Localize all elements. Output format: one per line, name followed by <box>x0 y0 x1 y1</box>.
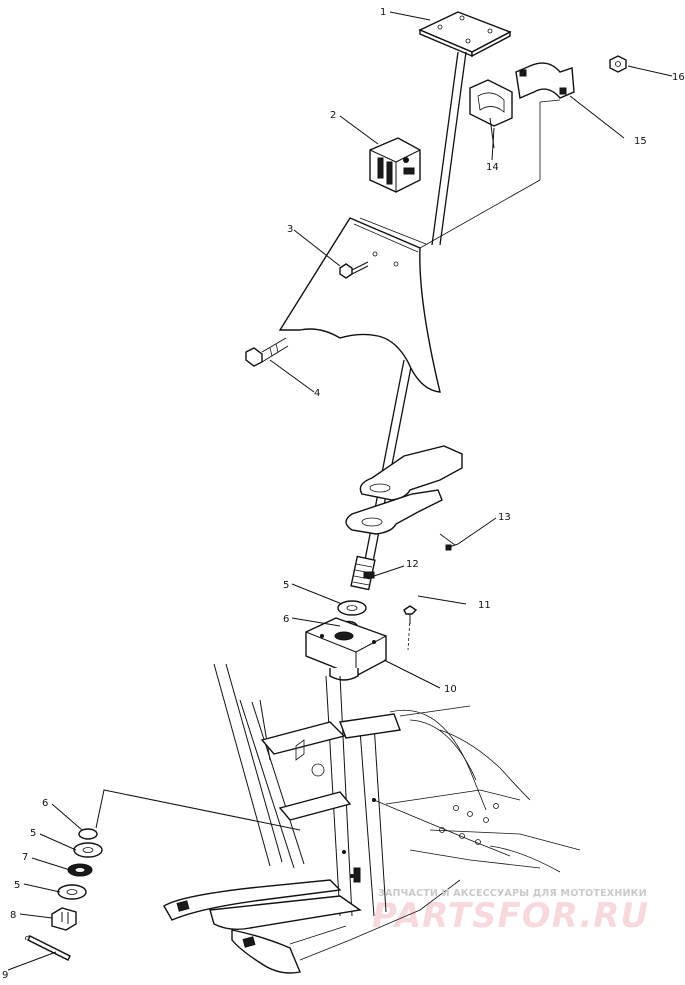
part-5-washer <box>337 600 367 616</box>
leader-lines <box>7 11 673 971</box>
shaft-support-bracket <box>345 445 463 546</box>
part-3-bolt <box>339 261 369 279</box>
callout-15: 15 <box>634 136 647 147</box>
callout-6-left: 6 <box>42 798 48 809</box>
part-15-clamp <box>515 62 575 99</box>
part-14-half-bushing <box>469 79 513 149</box>
callout-12: 12 <box>406 559 419 570</box>
part-6-ring-lower <box>78 828 98 840</box>
part-10-bearing-block <box>305 617 387 681</box>
callout-labels: 1 2 3 4 5 6 6 5 7 5 8 9 10 11 12 13 14 1… <box>2 7 685 981</box>
part-11-screw <box>403 605 418 651</box>
callout-4: 4 <box>314 388 320 399</box>
callout-5-mid: 5 <box>283 580 289 591</box>
console-panel <box>278 99 561 393</box>
callout-6-mid: 6 <box>283 614 289 625</box>
callout-5-left-a: 5 <box>30 828 36 839</box>
callout-7: 7 <box>22 852 28 863</box>
callout-16: 16 <box>672 72 685 83</box>
callout-9: 9 <box>2 970 8 980</box>
part-1-top-plate <box>418 11 512 58</box>
callout-8: 8 <box>10 910 16 921</box>
part-2-bushing-block <box>369 137 421 193</box>
callout-14: 14 <box>486 162 499 173</box>
callout-13: 13 <box>498 512 511 523</box>
part-16-nut <box>609 55 627 73</box>
part-12-clip <box>363 571 375 579</box>
part-13-screw <box>445 543 459 551</box>
hardware-stack <box>25 789 301 961</box>
callout-1: 1 <box>380 7 386 18</box>
vehicle-frame <box>163 663 581 974</box>
callout-11: 11 <box>478 600 491 611</box>
callout-2: 2 <box>330 110 336 121</box>
watermark-caption: ЗАПЧАСТИ И АКСЕССУАРЫ ДЛЯ МОТОТЕХНИКИ <box>378 888 647 899</box>
callout-3: 3 <box>287 224 293 235</box>
watermark-logo: PARTSFOR.RU <box>372 896 650 936</box>
callout-5-left-b: 5 <box>14 880 20 891</box>
part-4-bolt <box>245 337 289 367</box>
callout-10: 10 <box>444 684 457 695</box>
